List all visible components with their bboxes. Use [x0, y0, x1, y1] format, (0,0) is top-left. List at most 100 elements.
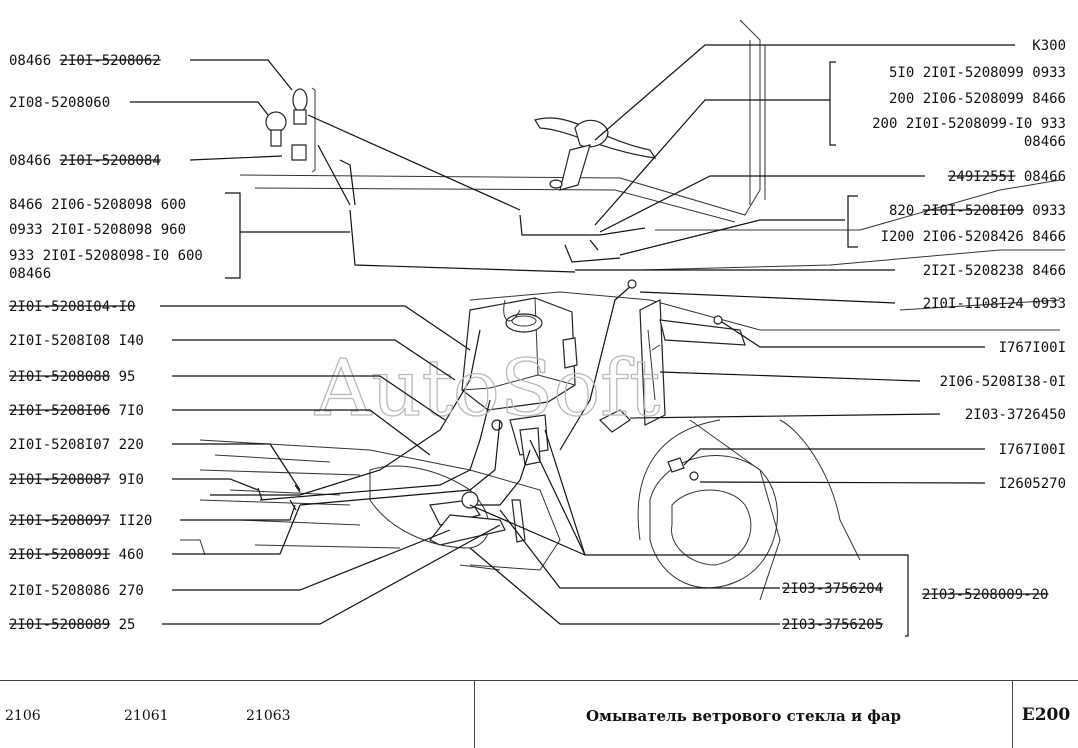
superseded-part-number: 2I0I-5208089: [9, 617, 110, 633]
part-text: 200 2I06-5208099 8466: [889, 91, 1066, 107]
part-label: 2I0I-5208I08 I40: [9, 333, 144, 349]
part-text: I767I00I: [999, 340, 1066, 356]
part-text: 08466: [1024, 134, 1066, 150]
part-text: 933 2I0I-5208098-I0 600: [9, 248, 203, 264]
part-text: 2I0I-5208I07 220: [9, 437, 144, 453]
part-label: 08466: [1024, 134, 1066, 150]
part-label: 200 2I0I-5208099-I0 933: [872, 116, 1066, 132]
washer-tubes: [210, 209, 646, 511]
part-label: 08466: [9, 266, 51, 282]
part-label: 2I0I-5208I07 220: [9, 437, 144, 453]
parts-diagram: AutoSoft: [9, 19, 1066, 637]
part-label: 2I0I-5208088 95: [9, 369, 135, 385]
superseded-part-number: 2I0I-5208084: [60, 153, 161, 169]
part-text: 7I0: [110, 403, 144, 419]
part-text: 8466 2I06-5208098 600: [9, 197, 186, 213]
labels-left: 08466 2I0I-5208062 2I08-5208060 08466 2I…: [9, 53, 203, 633]
part-label: 08466 2I0I-5208084: [9, 153, 161, 169]
washer-reservoir: [461, 297, 578, 411]
part-label: 2I0I-520809I 460: [9, 547, 144, 563]
labels-right: K300 5I0 2I0I-5208099 0933 200 2I06-5208…: [782, 38, 1066, 633]
part-label: 2I0I-5208097 II20: [9, 513, 152, 529]
superseded-part-number: 2I0I-520809I: [9, 547, 110, 563]
part-label: 2I08-5208060: [9, 95, 110, 111]
part-text: 2I0I-5208I08 I40: [9, 333, 144, 349]
part-text: 08466: [9, 266, 51, 282]
part-text: 95: [110, 369, 135, 385]
part-text: 2I08-5208060: [9, 95, 110, 111]
part-label: I2605270: [999, 476, 1066, 492]
part-text: 08466: [9, 53, 60, 69]
leader-lines-left: [130, 59, 521, 625]
windshield-nozzle: [534, 117, 657, 191]
part-text: 2I06-5208I38-0I: [940, 374, 1066, 390]
part-label: 2I03-3726450: [965, 407, 1066, 423]
part-label: 08466 2I0I-5208062: [9, 53, 161, 69]
part-text: I200 2I06-5208426 8466: [881, 229, 1066, 245]
part-text: I2605270: [999, 476, 1066, 492]
part-label: 2I03-3756205: [782, 617, 883, 633]
part-text: 08466: [1015, 169, 1066, 185]
part-label: 8466 2I06-5208098 600: [9, 197, 186, 213]
part-label: I200 2I06-5208426 8466: [881, 229, 1066, 245]
part-text: 9I0: [110, 472, 144, 488]
part-label: 2I03-3756204: [782, 581, 883, 597]
part-text: K300: [1032, 38, 1066, 54]
leader-lines-right: [469, 44, 1015, 637]
part-text: 2I0I-II08I24 0933: [923, 296, 1066, 312]
page-title: Омыватель ветрового стекла и фар: [585, 707, 902, 725]
part-text: 0933: [1024, 203, 1066, 219]
headlamp-nozzle-parts: [265, 87, 316, 173]
superseded-part-number: 2I0I-5208I06: [9, 403, 110, 419]
superseded-part-number: 2I0I-5208088: [9, 369, 110, 385]
watermark: AutoSoft: [314, 344, 660, 434]
model-code: 21063: [246, 708, 291, 724]
superseded-part-number: 2I03-5208009-20: [922, 587, 1048, 603]
part-label: 249I255I 08466: [948, 169, 1066, 185]
part-label: 933 2I0I-5208098-I0 600: [9, 248, 203, 264]
superseded-part-number: 2I0I-5208062: [60, 53, 161, 69]
part-text: II20: [110, 513, 152, 529]
part-text: 820: [889, 203, 923, 219]
part-label: 2I0I-5208I06 7I0: [9, 403, 144, 419]
part-label: K300: [1032, 38, 1066, 54]
superseded-part-number: 2I03-3756205: [782, 617, 883, 633]
part-text: 08466: [9, 153, 60, 169]
part-label: 2I0I-5208086 270: [9, 583, 144, 599]
part-text: 200 2I0I-5208099-I0 933: [872, 116, 1066, 132]
washer-system-drawing: AutoSoft: [9, 19, 1066, 637]
footer-divider: [1012, 681, 1013, 748]
superseded-part-number: 2I03-3756204: [782, 581, 883, 597]
footer-divider: [474, 681, 475, 748]
part-label: 2I2I-5208238 8466: [923, 263, 1066, 279]
part-label: 820 2I0I-5208I09 0933: [889, 203, 1066, 219]
part-text: 2I2I-5208238 8466: [923, 263, 1066, 279]
part-label: 2I0I-5208087 9I0: [9, 472, 144, 488]
part-label: 2I0I-II08I24 0933: [923, 296, 1066, 312]
superseded-part-number: 2I0I-5208097: [9, 513, 110, 529]
headlamp-washer-bracket: [598, 279, 746, 481]
superseded-part-number: 2I0I-5208087: [9, 472, 110, 488]
part-label: 2I0I-5208I04-I0: [9, 299, 135, 315]
part-text: I767I00I: [999, 442, 1066, 458]
model-code: 21061: [124, 708, 169, 724]
part-label: 200 2I06-5208099 8466: [889, 91, 1066, 107]
superseded-part-number: 249I255I: [948, 169, 1015, 185]
page-code: E200: [1021, 705, 1071, 725]
part-text: 2I0I-5208086 270: [9, 583, 144, 599]
part-label: 2I06-5208I38-0I: [940, 374, 1066, 390]
part-label: 5I0 2I0I-5208099 0933: [889, 65, 1066, 81]
superseded-part-number: 2I0I-5208I04-I0: [9, 299, 135, 315]
part-label: 2I03-5208009-20: [922, 587, 1048, 603]
part-text: 5I0 2I0I-5208099 0933: [889, 65, 1066, 81]
model-code: 2106: [5, 708, 41, 724]
part-label: I767I00I: [999, 340, 1066, 356]
part-text: 460: [110, 547, 144, 563]
headlamp-nozzle-lower: [429, 491, 526, 546]
title-block: 2106 21061 21063 Омыватель ветрового сте…: [0, 680, 1078, 748]
part-text: 25: [110, 617, 135, 633]
superseded-part-number: 2I0I-5208I09: [923, 203, 1024, 219]
part-text: 0933 2I0I-5208098 960: [9, 222, 186, 238]
part-label: 2I0I-5208089 25: [9, 617, 135, 633]
part-text: 2I03-3726450: [965, 407, 1066, 423]
